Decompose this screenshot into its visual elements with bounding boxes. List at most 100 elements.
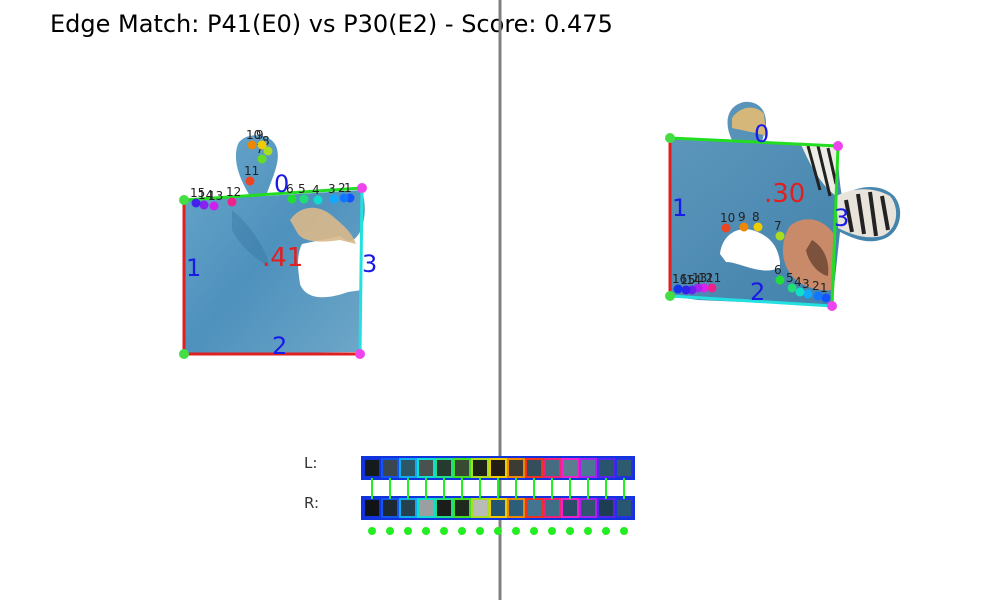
strip-right-label: R: bbox=[304, 494, 319, 512]
right-sample-point bbox=[673, 284, 683, 294]
right-piece-stripe-top-lines bbox=[806, 145, 838, 197]
right-sample-point-label: 11 bbox=[706, 271, 721, 285]
left-sample-point bbox=[287, 194, 297, 204]
left-piece-shadow bbox=[232, 210, 270, 266]
left-sample-point-label: 14 bbox=[198, 188, 213, 202]
strip-match-dot bbox=[386, 527, 394, 535]
left-sample-point bbox=[245, 176, 255, 186]
left-sample-point-label: 3 bbox=[328, 182, 336, 196]
right-corner-top-left bbox=[665, 133, 675, 143]
left-corner-top-left bbox=[179, 195, 189, 205]
left-piece-image bbox=[184, 135, 365, 354]
strip-match-dot bbox=[530, 527, 538, 535]
strip-match-dot bbox=[440, 527, 448, 535]
right-sample-point-label: 12 bbox=[698, 271, 713, 285]
right-sample-point bbox=[721, 223, 731, 233]
match-title: Edge Match: P41(E0) vs P30(E2) - Score: … bbox=[50, 10, 613, 38]
left-sample-point-label: 1 bbox=[344, 181, 352, 195]
left-sample-point-label: 15 bbox=[190, 186, 205, 200]
left-sample-point bbox=[227, 197, 237, 207]
right-piece-tab-art bbox=[732, 107, 766, 136]
right-sample-point bbox=[813, 291, 823, 301]
left-edge-label-3: 3 bbox=[362, 250, 377, 278]
strip-left-cell bbox=[471, 458, 489, 478]
strip-left-cell bbox=[489, 458, 507, 478]
right-sample-point-label: 7 bbox=[774, 219, 782, 233]
left-sample-point-label: 13 bbox=[208, 189, 223, 203]
strip-left-cell bbox=[579, 458, 597, 478]
right-piece-zebra-stripes bbox=[844, 191, 890, 237]
right-sample-point-label: 9 bbox=[738, 210, 746, 224]
left-piece-figure bbox=[290, 207, 356, 244]
right-piece-id: .30 bbox=[764, 179, 805, 209]
left-sample-point bbox=[209, 201, 219, 211]
strip-right-cell bbox=[597, 498, 615, 518]
strip-right-cell bbox=[615, 498, 633, 518]
color-strips bbox=[361, 456, 635, 535]
strip-left-cell bbox=[597, 458, 615, 478]
strip-left-cell bbox=[543, 458, 561, 478]
strip-right-cell bbox=[579, 498, 597, 518]
strip-match-dot bbox=[458, 527, 466, 535]
right-edge-label-3: 3 bbox=[834, 204, 849, 232]
left-sample-point-label: 4 bbox=[312, 183, 320, 197]
strip-right-cell bbox=[399, 498, 417, 518]
right-piece-figure-dark bbox=[806, 240, 829, 276]
strip-left-cell bbox=[561, 458, 579, 478]
strip-right-cell bbox=[381, 498, 399, 518]
left-sample-point bbox=[247, 140, 257, 150]
left-edge-3 bbox=[358, 187, 364, 355]
strip-match-dot bbox=[566, 527, 574, 535]
strip-left-cell bbox=[507, 458, 525, 478]
right-sample-point-label: 6 bbox=[774, 263, 782, 277]
right-sample-point-label: 1 bbox=[820, 281, 828, 295]
right-edge-0 bbox=[669, 136, 839, 148]
left-sample-point-label: 6 bbox=[286, 182, 294, 196]
right-sample-point-label: 4 bbox=[794, 275, 802, 289]
right-sample-point-label: 15 bbox=[680, 273, 695, 287]
strip-left-cell bbox=[417, 458, 435, 478]
right-sample-point bbox=[681, 285, 691, 295]
right-sample-point bbox=[753, 222, 763, 232]
strip-match-dot bbox=[494, 527, 502, 535]
right-sample-point bbox=[707, 283, 717, 293]
strip-left-cell bbox=[399, 458, 417, 478]
strip-match-dot bbox=[368, 527, 376, 535]
left-sample-point bbox=[299, 194, 309, 204]
left-sample-point-label: 10 bbox=[246, 128, 261, 142]
strip-left-cell bbox=[525, 458, 543, 478]
left-edge-0 bbox=[183, 186, 363, 202]
left-sample-point-label: 2 bbox=[338, 181, 346, 195]
left-sample-point bbox=[263, 146, 273, 156]
strip-right-cell bbox=[507, 498, 525, 518]
right-sample-point bbox=[775, 275, 785, 285]
strip-match-dot bbox=[548, 527, 556, 535]
right-sample-point-label: 13 bbox=[692, 271, 707, 285]
strip-left-cell bbox=[363, 458, 381, 478]
right-sample-point bbox=[821, 293, 831, 303]
right-sample-point bbox=[787, 283, 797, 293]
left-sample-point bbox=[199, 200, 209, 210]
right-sample-point bbox=[795, 287, 805, 297]
left-corner-top-right bbox=[357, 183, 367, 193]
left-sample-point bbox=[329, 194, 339, 204]
right-edge-label-2: 2 bbox=[750, 278, 765, 306]
left-edge-label-1: 1 bbox=[186, 254, 201, 282]
right-edge-3 bbox=[830, 145, 840, 307]
strip-left-cell bbox=[453, 458, 471, 478]
strip-left-cell bbox=[381, 458, 399, 478]
strip-right-cell bbox=[489, 498, 507, 518]
strip-left-label: L: bbox=[304, 454, 317, 472]
left-sample-point bbox=[313, 195, 323, 205]
right-corner-top-right bbox=[833, 141, 843, 151]
right-sample-point bbox=[803, 289, 813, 299]
strip-match-dot bbox=[620, 527, 628, 535]
strip-match-dot bbox=[584, 527, 592, 535]
left-sample-point-label: 8 bbox=[262, 134, 270, 148]
left-sample-point bbox=[339, 193, 349, 203]
